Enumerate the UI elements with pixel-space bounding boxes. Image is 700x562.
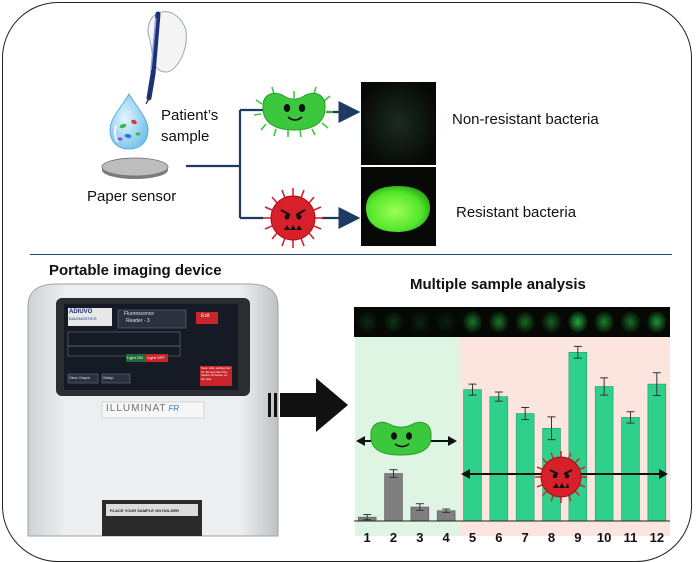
chart-bar bbox=[463, 389, 482, 522]
dropper-hand-icon bbox=[145, 11, 187, 105]
strip-spot bbox=[436, 311, 457, 333]
strip-spot bbox=[646, 311, 667, 333]
sample-strip bbox=[354, 307, 670, 337]
strip-spot bbox=[357, 311, 378, 333]
chart-tick-label: 8 bbox=[548, 530, 555, 545]
chart-bar bbox=[594, 386, 614, 522]
green-bacteria-icon bbox=[253, 86, 333, 138]
chart-tick-label: 7 bbox=[522, 530, 529, 545]
region-arrow-red-head-right bbox=[659, 469, 668, 479]
strip-spot bbox=[488, 311, 509, 333]
chart-bar bbox=[568, 351, 588, 522]
screen-title-2: Reader - 3 bbox=[126, 318, 150, 324]
device-logo: ILLUMINAT FR bbox=[106, 403, 179, 414]
chart-tick-label: 2 bbox=[390, 530, 397, 545]
device-brand-sub: DIAGNOSTICS bbox=[69, 316, 97, 321]
exit-button[interactable]: Exit bbox=[201, 313, 210, 319]
strip-spot bbox=[515, 311, 536, 333]
light-off-button[interactable]: Light OFF bbox=[147, 355, 165, 360]
sample-drop-icon bbox=[109, 92, 149, 150]
view-graph-button[interactable]: View Graph bbox=[69, 375, 90, 380]
branch-arrows bbox=[186, 101, 361, 229]
analysis-title: Multiple sample analysis bbox=[410, 276, 586, 293]
chart-tick-label: 11 bbox=[624, 530, 638, 545]
device-logo-text: ILLUMINAT bbox=[106, 403, 167, 414]
chart-bar bbox=[621, 417, 640, 522]
chart-tick-label: 4 bbox=[443, 530, 451, 545]
chart-tick-label: 3 bbox=[416, 530, 423, 545]
chart-tick-label: 10 bbox=[597, 530, 611, 545]
chart-tick-label: 12 bbox=[650, 530, 664, 545]
device-note: Note: After putting box for 30 seconds t… bbox=[201, 366, 231, 381]
chart-tick-label: 1 bbox=[364, 530, 371, 545]
paper-sensor-label: Paper sensor bbox=[87, 188, 177, 205]
screen-title-1: Fluorescence bbox=[124, 311, 155, 317]
chart-tick-label: 5 bbox=[469, 530, 476, 545]
strip-spot bbox=[567, 311, 588, 333]
strip-spot bbox=[620, 311, 641, 333]
chart-bar bbox=[489, 396, 509, 522]
chart-bar bbox=[384, 473, 403, 522]
light-on-button[interactable]: Light ON bbox=[127, 355, 143, 360]
non-resistant-label: Non-resistant bacteria bbox=[452, 111, 599, 128]
chart-tick-label: 6 bbox=[495, 530, 502, 545]
red-bacteria-icon bbox=[263, 188, 323, 248]
strip-spot bbox=[541, 311, 562, 333]
holder-label: PLACE YOUR SAMPLE ON HOLDER bbox=[110, 508, 180, 513]
setup-button[interactable]: Setup bbox=[103, 375, 114, 380]
top-diagram bbox=[101, 11, 436, 248]
region-arrow-red-head-left bbox=[461, 469, 470, 479]
chart-red-bacteria-icon bbox=[535, 451, 587, 503]
device-title: Portable imaging device bbox=[49, 262, 222, 279]
strip-spot bbox=[409, 311, 430, 333]
strip-spot bbox=[462, 311, 483, 333]
patient-label-2: sample bbox=[161, 128, 210, 145]
strip-spot bbox=[383, 311, 404, 333]
chart-tick-label: 9 bbox=[574, 530, 581, 545]
big-arrow-icon bbox=[268, 378, 348, 432]
device-brand: ADIUVO bbox=[69, 309, 93, 315]
region-arrow-green-head-right bbox=[448, 436, 457, 446]
chart-bar bbox=[515, 413, 535, 522]
imaging-device bbox=[27, 283, 279, 537]
section-divider bbox=[30, 254, 672, 255]
resistant-label: Resistant bacteria bbox=[456, 204, 577, 221]
non-resistant-image bbox=[361, 82, 436, 165]
region-arrow-green-head-left bbox=[356, 436, 365, 446]
resistant-glow bbox=[366, 186, 430, 232]
paper-disc-icon bbox=[101, 157, 169, 179]
chart-green-bacteria-icon bbox=[370, 421, 432, 456]
patient-label-1: Patient’s bbox=[161, 107, 219, 124]
device-logo-suffix: FR bbox=[168, 404, 180, 413]
chart-bar bbox=[647, 383, 667, 522]
strip-spot bbox=[594, 311, 615, 333]
